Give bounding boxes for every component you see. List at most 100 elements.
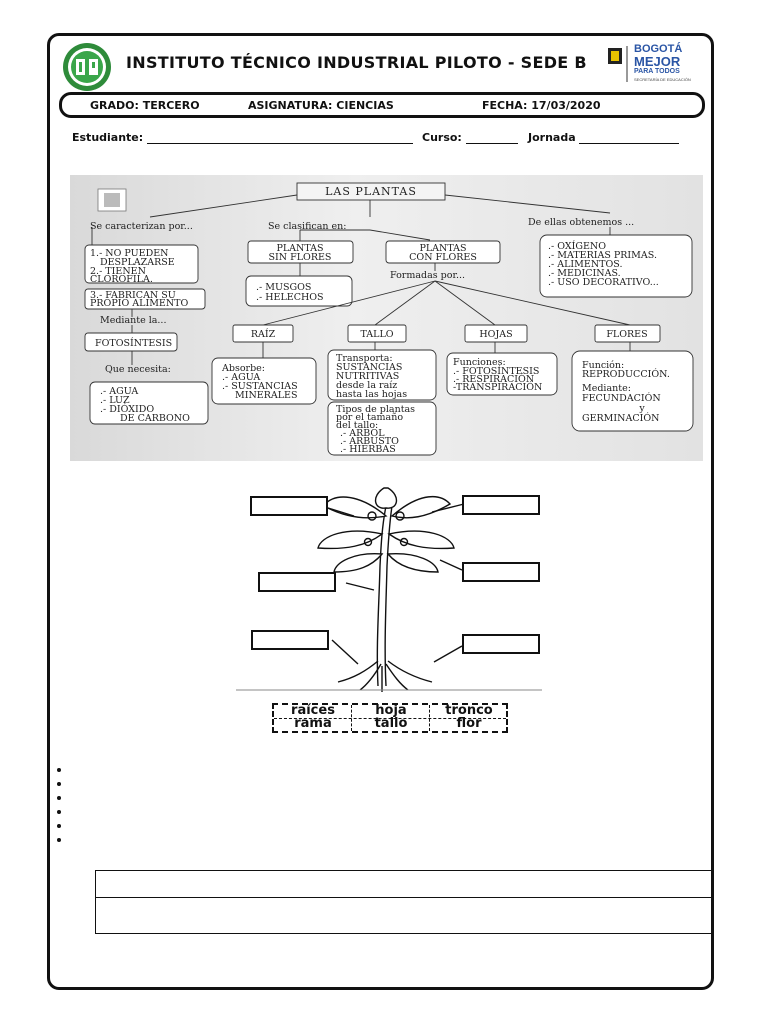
word-tallo: tallo [374, 716, 408, 731]
flores-l3: Mediante: [582, 383, 631, 394]
con-flores-l1: PLANTAS [419, 243, 466, 254]
left-box1-l2: DESPLAZARSE [100, 257, 175, 268]
left-box1-l4: CLOROFILA. [90, 274, 153, 285]
word-raices: raíces [291, 703, 335, 718]
bullet-dot [57, 782, 61, 786]
part-hojas: HOJAS [479, 329, 512, 340]
bullet-dot [57, 824, 61, 828]
left-box2-l1: 3.- FABRICAN SU [90, 290, 176, 301]
raiz-l2: .- AGUA [222, 372, 260, 383]
formadas-por-text: Formadas por... [390, 270, 465, 281]
tallo-l5: hasta las hojas [336, 389, 407, 400]
left-box1-l1: 1.- NO PUEDEN [90, 248, 168, 259]
need-1: .- AGUA [100, 386, 138, 397]
part-flores: FLORES [606, 329, 647, 340]
obtain-2: .- MATERIAS PRIMAS. [548, 250, 657, 261]
word-hoja: hoja [375, 703, 407, 718]
flores-l1: Función: [582, 360, 624, 371]
fotosintesis-text: FOTOSÍNTESIS [95, 337, 172, 349]
bogota-top: BOGOTÁ [634, 43, 683, 55]
sin-flores-l1: PLANTAS [276, 243, 323, 254]
fecha-label: FECHA: 17/03/2020 [482, 99, 601, 112]
mediante-text: Mediante la... [100, 315, 166, 326]
map-title: LAS PLANTAS [325, 185, 417, 198]
city-seal-icon [608, 46, 628, 82]
answer-table-divider [96, 897, 711, 898]
info-bar: GRADO: TERCERO ASIGNATURA: CIENCIAS FECH… [59, 92, 705, 118]
raiz-l3: .- SUSTANCIAS [222, 381, 298, 392]
bullet-list [57, 768, 61, 852]
grado-label: GRADO: TERCERO [90, 99, 200, 112]
crest-small-icon [97, 188, 127, 212]
bullet-dot [57, 838, 61, 842]
jornada-label: Jornada [528, 131, 576, 144]
need-4: DE CARBONO [120, 413, 190, 424]
left-box2-l2: PROPIO ALIMENTO [90, 298, 189, 309]
que-necesita-text: Que necesita: [105, 364, 171, 375]
flores-l4: FECUNDACIÓN [582, 392, 661, 404]
curso-field[interactable] [465, 132, 518, 144]
map-mid-head: Se clasifican en: [268, 221, 347, 232]
tallo-type-1: Tipos de plantas [336, 404, 415, 415]
school-crest-icon [63, 43, 111, 91]
sin-flores-item-1: .- MUSGOS [256, 282, 311, 293]
part-tallo: TALLO [360, 329, 393, 340]
tallo-l2: SUSTANCIAS [336, 362, 402, 373]
estudiante-field[interactable] [147, 132, 414, 144]
con-flores-l2: CON FLORES [409, 252, 477, 263]
student-row: Estudiante: Curso: Jornada [72, 131, 692, 149]
bogota-bottom: PARA TODOS [634, 68, 680, 75]
map-left-head: Se caracterizan por... [90, 221, 193, 232]
word-rama: rama [294, 716, 332, 731]
label-box-1[interactable] [250, 496, 328, 516]
sin-flores-item-2: .- HELECHOS [256, 292, 324, 303]
page-border [47, 33, 714, 990]
school-title: INSTITUTO TÉCNICO INDUSTRIAL PILOTO - SE… [126, 53, 587, 72]
tallo-type-3: del tallo: [336, 420, 378, 431]
tallo-l4: desde la raíz [336, 380, 397, 391]
asignatura-label: ASIGNATURA: CIENCIAS [248, 99, 394, 112]
hojas-l4: -TRANSPIRACIÓN [453, 381, 542, 393]
map-right-head: De ellas obtenemos ... [528, 217, 634, 228]
word-flor: flor [456, 716, 482, 731]
label-box-4[interactable] [462, 562, 540, 582]
plant-drawing [236, 487, 542, 692]
need-2: .- LUZ [100, 395, 130, 406]
obtain-4: .- MEDICINAS. [548, 268, 621, 279]
jornada-field[interactable] [579, 132, 680, 144]
tallo-l3: NUTRITIVAS [336, 371, 399, 382]
label-box-6[interactable] [462, 634, 540, 654]
bogota-mid: MEJOR [634, 54, 681, 69]
sin-flores-l2: SIN FLORES [269, 252, 332, 263]
label-box-3[interactable] [258, 572, 336, 592]
raiz-l1: Absorbe: [221, 363, 265, 374]
flores-l6: GERMINACIÓN [582, 412, 659, 424]
plant-diagram [236, 486, 546, 692]
obtain-5: .- USO DECORATIVO... [548, 277, 659, 288]
tallo-type-6: .- HIERBAS [340, 444, 396, 455]
tallo-type-2: por el tamaño [336, 412, 403, 423]
hojas-l3: .- RESPIRACIÓN [453, 373, 534, 385]
raiz-l4: MINERALES [235, 390, 298, 401]
estudiante-label: Estudiante: [72, 131, 144, 144]
label-box-5[interactable] [251, 630, 329, 650]
obtain-1: .- OXÍGENO [548, 240, 606, 252]
part-raiz: RAÍZ [251, 328, 276, 340]
plants-concept-map: LAS PLANTAS Se caracterizan por... Se cl… [70, 175, 703, 461]
curso-label: Curso: [422, 131, 462, 144]
need-3: .- DIÓXIDO [100, 403, 154, 415]
label-box-2[interactable] [462, 495, 540, 515]
bullet-dot [57, 796, 61, 800]
tallo-type-4: .- ARBOL [340, 428, 385, 439]
word-bank: raíces hoja tronco rama tallo flor [272, 703, 508, 733]
hojas-l1: Funciones: [453, 357, 506, 368]
concept-map-diagram: LAS PLANTAS Se caracterizan por... Se cl… [84, 182, 694, 456]
tallo-l1: Transporta: [336, 353, 393, 364]
hojas-l2: .- FOTOSÍNTESIS [453, 365, 539, 377]
bullet-dot [57, 768, 61, 772]
answer-table[interactable] [95, 870, 712, 934]
bullet-dot [57, 810, 61, 814]
obtain-3: .- ALIMENTOS. [548, 259, 622, 270]
left-box1-l3: 2.- TIENEN [90, 266, 146, 277]
bogota-logo: BOGOTÁ MEJOR PARA TODOS SECRETARÍA DE ED… [606, 44, 704, 90]
